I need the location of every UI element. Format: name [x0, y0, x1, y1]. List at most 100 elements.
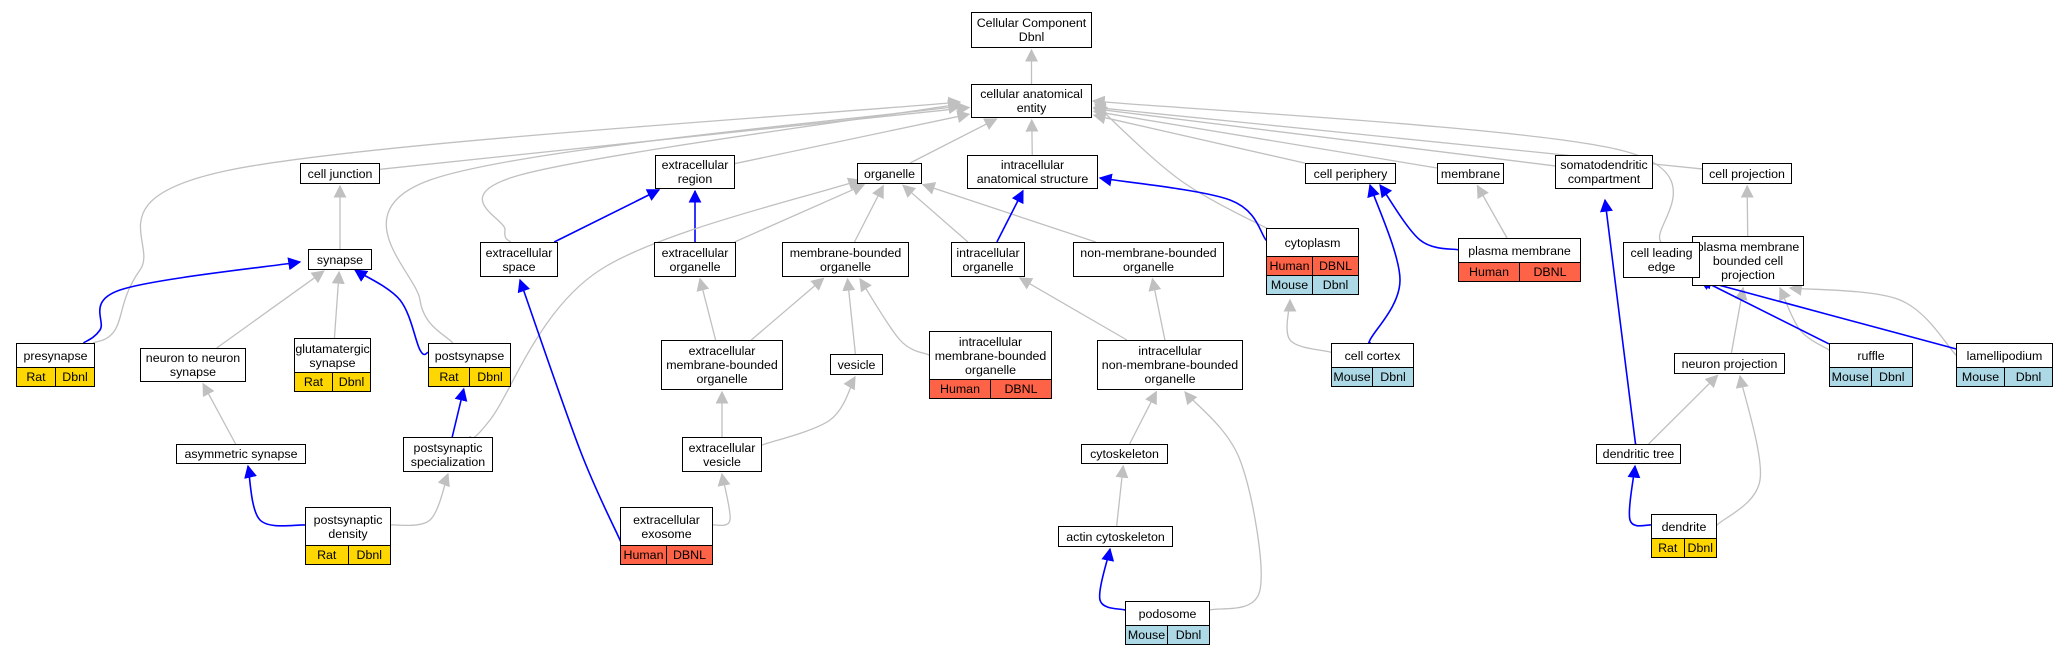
node-label: neuron projection	[1681, 356, 1778, 371]
edge-pm-bounded-cell-projection-to-cell-projection	[1740, 184, 1754, 237]
node-neuron-projection[interactable]: neuron projection	[1674, 353, 1785, 374]
node-cell-periphery[interactable]: cell periphery	[1305, 163, 1396, 184]
node-cae[interactable]: cellular anatomical entity	[971, 84, 1092, 118]
node-label: plasma membrane bounded cell projection	[1696, 240, 1800, 282]
node-cell-junction[interactable]: cell junction	[300, 163, 380, 184]
node-label: intracellular organelle	[956, 245, 1020, 274]
edge-non-membrane-bounded-organelle-to-organelle	[921, 182, 1097, 243]
node-extracellular-space[interactable]: extracellular space	[480, 242, 558, 277]
node-neuron-to-neuron-synapse[interactable]: neuron to neuron synapse	[140, 348, 246, 382]
edge-neuron-projection-to-pm-bounded-cell-projection	[1730, 286, 1748, 354]
node-label: extracellular exosome	[633, 512, 700, 541]
node-label: synapse	[316, 252, 364, 267]
species-badge: Human	[1459, 263, 1519, 281]
node-root[interactable]: Cellular Component Dbnl	[971, 12, 1092, 48]
edge-extracellular-mb-organelle-to-membrane-bounded-organelle	[750, 277, 825, 341]
species-badge: Rat	[17, 368, 55, 386]
edge-cell-cortex-to-cytoplasm	[1283, 298, 1334, 354]
edge-dendritic-tree-to-neuron-projection	[1648, 374, 1719, 445]
node-label: somatodendritic compartment	[1560, 158, 1648, 186]
node-cytoskeleton[interactable]: cytoskeleton	[1081, 444, 1168, 464]
node-cell-leading-edge[interactable]: cell leading edge	[1623, 242, 1700, 278]
node-dendritic-tree[interactable]: dendritic tree	[1596, 444, 1681, 464]
node-extracellular-region[interactable]: extracellular region	[655, 155, 735, 189]
node-label: intracellular membrane-bounded organelle	[934, 334, 1047, 377]
node-label: dendritic tree	[1602, 447, 1675, 461]
edge-postsynapse-to-synapse	[353, 269, 429, 356]
edge-extracellular-mb-organelle-to-extracellular-organelle	[696, 277, 717, 341]
edge-intracellular-mb-organelle-to-membrane-bounded-organelle	[859, 277, 932, 357]
node-vesicle[interactable]: vesicle	[830, 354, 883, 375]
edge-plasma-membrane-to-cell-periphery	[1379, 183, 1464, 252]
node-intracellular-organelle[interactable]: intracellular organelle	[951, 242, 1025, 277]
node-pm-bounded-cell-projection[interactable]: plasma membrane bounded cell projection	[1692, 236, 1804, 286]
node-asymmetric-synapse[interactable]: asymmetric synapse	[176, 444, 306, 464]
node-actin-cytoskeleton[interactable]: actin cytoskeleton	[1058, 526, 1173, 547]
node-non-membrane-bounded-organelle[interactable]: non-membrane-bounded organelle	[1073, 242, 1224, 277]
node-label: organelle	[864, 166, 915, 181]
gene-badge: Dbnl	[1870, 368, 1912, 386]
edge-extracellular-space-to-extracellular-region	[553, 189, 661, 243]
node-organelle[interactable]: organelle	[857, 163, 922, 184]
edge-cell-leading-edge-to-cae	[1091, 95, 1674, 248]
gene-badge: DBNL	[990, 380, 1051, 398]
gene-badge: Dbnl	[55, 368, 94, 386]
edge-cytoskeleton-to-intracellular-nmb-organelle	[1129, 390, 1157, 445]
edge-organelle-to-cae	[909, 118, 998, 164]
node-label: plasma membrane	[1468, 243, 1571, 258]
edge-postsynaptic-density-to-asymmetric-synapse	[244, 464, 310, 527]
node-label: non-membrane-bounded organelle	[1080, 245, 1217, 274]
gene-badge: DBNL	[1312, 257, 1358, 275]
species-badge: Rat	[429, 368, 469, 386]
node-label: Cellular Component Dbnl	[976, 16, 1087, 44]
edge-cytoplasm-to-intracellular-anatomical-structure	[1098, 173, 1270, 244]
edge-intracellular-organelle-to-intracellular-anatomical-structure	[996, 189, 1024, 243]
edge-dendritic-tree-to-somatodendritic-compartment	[1600, 198, 1639, 460]
node-extracellular-vesicle[interactable]: extracellular vesicle	[682, 437, 762, 472]
edge-extracellular-exosome-to-extracellular-space	[517, 278, 624, 548]
edge-dendrite-to-dendritic-tree	[1627, 464, 1654, 527]
node-membrane-bounded-organelle[interactable]: membrane-bounded organelle	[782, 242, 909, 277]
node-extracellular-mb-organelle[interactable]: extracellular membrane-bounded organelle	[661, 340, 783, 390]
edge-intracellular-nmb-organelle-to-intracellular-organelle	[1018, 277, 1128, 341]
gene-badge: Dbnl	[332, 373, 370, 391]
species-badge: Mouse	[1830, 368, 1871, 386]
node-synapse[interactable]: synapse	[308, 249, 372, 270]
node-label: cytoplasm	[1284, 235, 1341, 250]
node-cell-projection[interactable]: cell projection	[1702, 163, 1792, 184]
node-intracellular-anatomical-structure[interactable]: intracellular anatomical structure	[967, 155, 1098, 189]
species-badge: Rat	[1652, 539, 1684, 557]
node-postsynaptic-specialization[interactable]: postsynaptic specialization	[403, 437, 493, 472]
node-extracellular-organelle[interactable]: extracellular organelle	[654, 242, 736, 277]
edge-presynapse-to-cae	[92, 96, 962, 344]
node-label: membrane-bounded organelle	[789, 245, 902, 274]
node-somatodendritic-compartment[interactable]: somatodendritic compartment	[1555, 155, 1653, 189]
gene-badge: Dbnl	[1312, 276, 1358, 294]
node-intracellular-nmb-organelle[interactable]: intracellular non-membrane-bounded organ…	[1097, 340, 1243, 390]
species-badge: Mouse	[1332, 368, 1372, 386]
node-intracellular-mb-organelle[interactable]: intracellular membrane-bounded organelle…	[929, 331, 1052, 399]
node-membrane[interactable]: membrane	[1437, 163, 1504, 184]
